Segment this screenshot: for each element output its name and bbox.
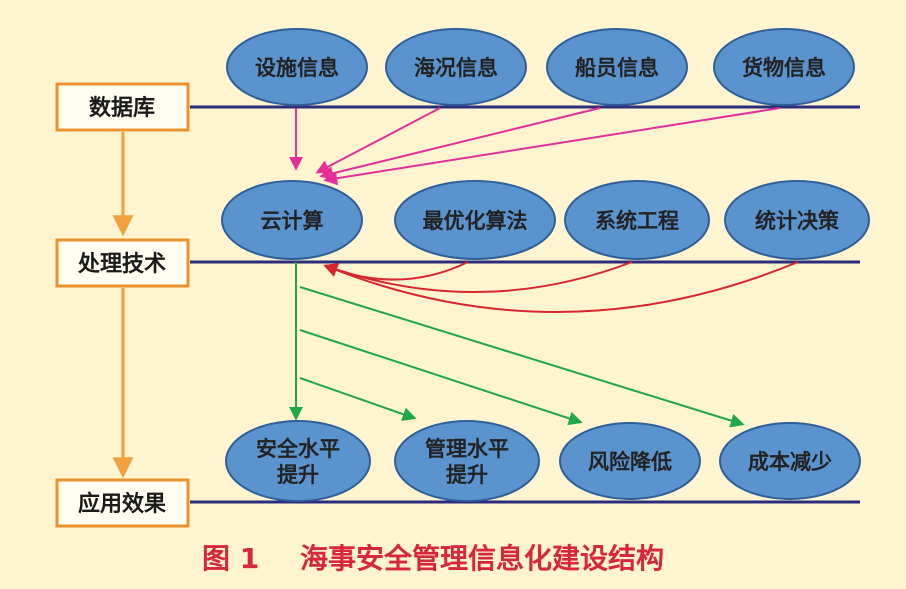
effect-arrow-cost [299,286,745,428]
figure-number: 图 1 [202,542,259,575]
node-cloud-computing-label: 云计算 [261,209,324,233]
node-crew-info: 船员信息 [546,28,688,106]
node-systems-engineering: 系统工程 [564,180,710,260]
node-risk-reduction: 风险降低 [559,422,701,500]
node-management-level-line1: 管理水平 [425,437,509,461]
processing-layer-box: 处理技术 [55,238,190,288]
node-cargo-info-label: 货物信息 [742,56,826,80]
node-systems-engineering-label: 系统工程 [595,209,679,233]
node-facility-info: 设施信息 [226,28,368,106]
db-arrow-cargo [323,107,781,186]
node-management-level-line2: 提升 [446,463,488,487]
node-risk-reduction-label: 风险降低 [588,450,672,474]
effect-arrow-risk [299,329,583,426]
effect-layer-label: 应用效果 [78,491,166,517]
db-arrow-crew [319,107,601,181]
node-sea-info-label: 海况信息 [414,56,498,80]
processing-layer-label: 处理技术 [77,251,166,277]
effect-arrow-management [299,377,417,421]
effect-layer-box: 应用效果 [55,478,190,528]
proc-arrow-statistics [323,261,799,313]
database-layer-label: 数据库 [89,95,155,121]
node-safety-level-line2: 提升 [277,463,319,487]
node-optimization-label: 最优化算法 [423,209,528,233]
node-optimization: 最优化算法 [394,180,556,260]
node-cost-reduction-label: 成本减少 [748,450,832,474]
node-safety-level: 安全水平 提升 [225,420,371,502]
proc-arrow-systems [323,261,633,293]
node-crew-info-label: 船员信息 [575,56,659,80]
node-management-level: 管理水平 提升 [394,420,540,502]
figure-title: 海事安全管理信息化建设结构 [300,542,664,575]
node-cloud-computing: 云计算 [221,180,363,260]
database-layer-box: 数据库 [55,82,190,132]
node-cost-reduction: 成本减少 [719,422,861,500]
node-cargo-info: 货物信息 [713,28,855,106]
node-safety-level-line1: 安全水平 [256,437,340,461]
node-statistical-decision: 统计决策 [724,180,870,260]
db-arrow-sea [315,107,441,174]
proc-arrow-optimization [323,261,469,281]
node-statistical-decision-label: 统计决策 [755,209,840,233]
node-sea-info: 海况信息 [385,28,527,106]
node-facility-info-label: 设施信息 [255,56,339,80]
